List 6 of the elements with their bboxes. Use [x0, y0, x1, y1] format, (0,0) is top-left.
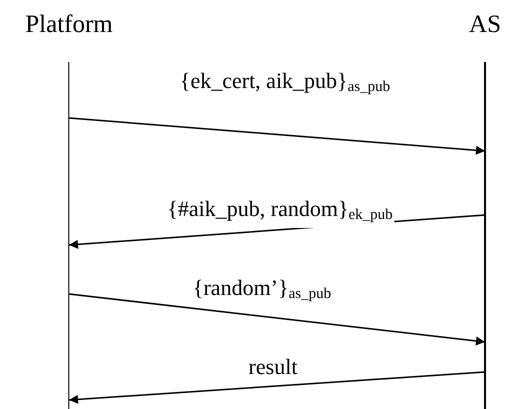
message-arrow: [68, 293, 486, 346]
participant-label: Platform: [25, 11, 113, 39]
participant-lifeline: [25, 11, 113, 409]
participant-label: AS: [469, 11, 501, 39]
message-arrow: [68, 371, 486, 404]
message-arrow: [68, 117, 486, 155]
